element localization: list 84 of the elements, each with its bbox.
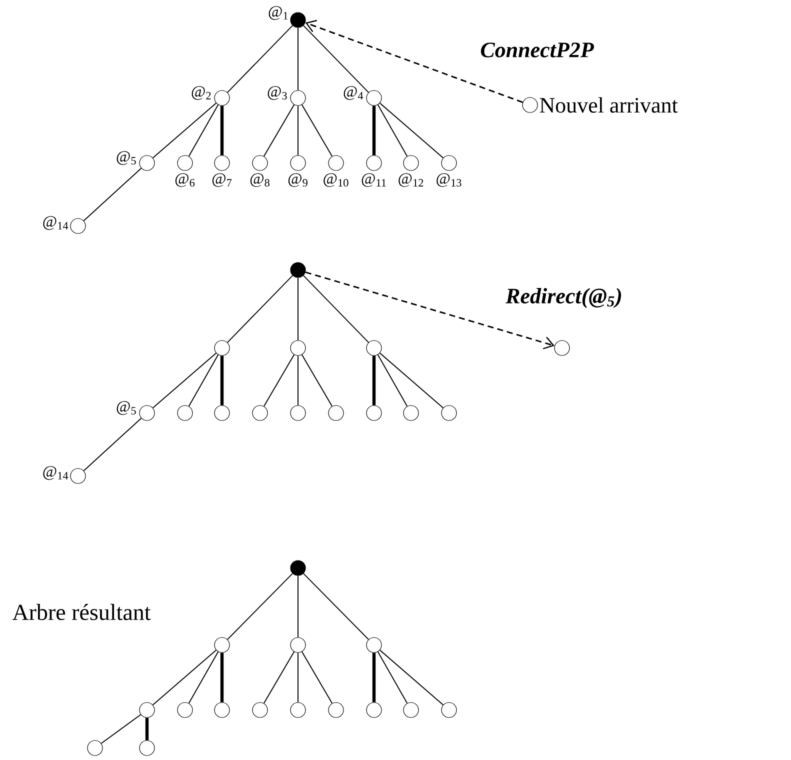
tree-edge (188, 651, 219, 704)
node-label: @$_{8}$ (250, 173, 270, 187)
tree-node (177, 405, 193, 421)
tree-edge (372, 106, 376, 156)
tree-node (554, 340, 570, 356)
node-label: @$_{5}$ (116, 151, 136, 165)
tree-edge (220, 106, 224, 156)
tree-caption: Arbre résultant (12, 604, 151, 620)
node-label: @$_{9}$ (288, 173, 308, 187)
tree-node (328, 702, 344, 718)
tree-edge (377, 354, 408, 407)
tree-edge (372, 356, 376, 406)
tree-edge (152, 650, 217, 706)
tree-node (214, 637, 230, 653)
tree-edge (263, 354, 295, 407)
node-label: @$_{10}$ (324, 173, 348, 187)
tree-edge (302, 275, 370, 343)
tree-edge (83, 168, 142, 222)
tree-node (214, 702, 230, 718)
tree-edge (379, 102, 444, 158)
node-label: @$_{5}$ (116, 401, 136, 415)
node-label: @$_{14}$ (43, 466, 68, 480)
node-label: @$_{2}$ (192, 86, 211, 100)
tree-node (441, 702, 457, 718)
tree-edge (226, 573, 294, 640)
tree-edge (188, 104, 219, 157)
tree-edge (302, 25, 370, 93)
tree-node (403, 405, 419, 421)
tree-edge (188, 354, 219, 407)
arrow (305, 272, 555, 350)
tree-node (328, 405, 344, 421)
tree-node (290, 340, 306, 356)
node-label: @$_{6}$ (175, 173, 195, 187)
node-label: @$_{4}$ (344, 86, 364, 100)
tree-node (290, 637, 306, 653)
tree-edge (372, 652, 376, 702)
tree-edge (301, 354, 333, 407)
tree-edge (220, 652, 224, 702)
node-label: @$_{14}$ (43, 216, 68, 230)
tree-edge (301, 104, 333, 157)
tree-edge (226, 275, 294, 343)
edge-label: Redirect(@$_{5}$) (504, 286, 624, 310)
node-label: @$_{1}$ (268, 6, 288, 20)
tree-node (290, 702, 306, 718)
tree-edge (263, 104, 295, 157)
node-label: @$_{12}$ (398, 173, 424, 187)
tree-node (214, 405, 230, 421)
tree-edge (100, 714, 142, 744)
tree-edge (301, 651, 333, 704)
tree-edge (83, 418, 142, 472)
tree-node (366, 340, 382, 356)
tree-node (214, 340, 230, 356)
edge-label: ConnectP2P (478, 40, 596, 60)
tree-edge (220, 356, 224, 406)
arrow (305, 20, 523, 104)
tree-edge (152, 352, 217, 408)
tree-edge (377, 651, 408, 704)
tree-edge (152, 102, 217, 158)
tree-edge (263, 651, 295, 704)
tree-node (252, 405, 268, 421)
tree-edge (145, 718, 149, 740)
tree-node (87, 740, 103, 756)
tree-node (252, 702, 268, 718)
tree-node (441, 405, 457, 421)
tree-node (366, 637, 382, 653)
tree-node (177, 702, 193, 718)
tree-edge (226, 25, 294, 93)
tree-node (139, 740, 155, 756)
tree-node (366, 702, 382, 718)
tree-edge (379, 352, 444, 408)
tree-node (290, 560, 306, 576)
node-label: @$_{13}$ (436, 173, 462, 187)
tree-node (290, 405, 306, 421)
tree-node (139, 702, 155, 718)
tree-node (290, 262, 306, 278)
tree-node (366, 405, 382, 421)
tree-node (403, 702, 419, 718)
node-label: @$_{3}$ (268, 86, 287, 100)
tree-edge (302, 573, 370, 640)
tree-edge (377, 104, 408, 157)
node-label: Nouvel arrivant (540, 97, 678, 113)
tree-edge (379, 650, 444, 706)
node-label: @$_{7}$ (212, 173, 232, 187)
node-label: @$_{11}$ (362, 173, 386, 187)
